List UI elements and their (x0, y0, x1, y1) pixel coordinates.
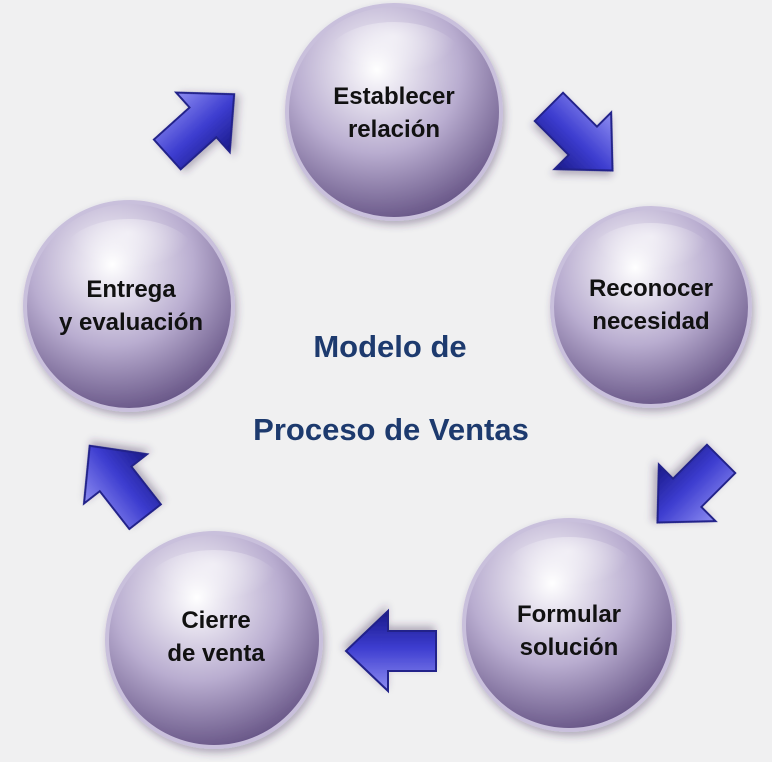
arrow-up-right-icon (152, 91, 236, 171)
arrow-formular-to-cierre (344, 608, 437, 694)
step-circle-entrega-y-evaluacion (23, 200, 235, 412)
arrow-cierre-to-entrega (82, 444, 163, 531)
diagram-title-line2: Proceso de Ventas (253, 412, 529, 447)
step-circle-establecer-relacion (285, 3, 503, 221)
step-label-line2: relación (347, 116, 441, 143)
arrow-up-left-icon (82, 444, 163, 531)
step-label-reconocer-necesidad: Reconocer necesidad (556, 272, 746, 338)
step-label-entrega-y-evaluacion: Entrega y evaluación (36, 273, 226, 339)
diagram-title-line1: Modelo de (313, 329, 467, 364)
arrow-left-icon (344, 608, 437, 694)
step-circle-reconocer-necesidad (550, 206, 752, 408)
step-circle-cierre-de-venta (105, 531, 323, 749)
step-label-line2: de venta (167, 640, 265, 667)
step-label-line1: Reconocer (588, 275, 714, 302)
step-label-line2: y evaluación (58, 309, 204, 336)
step-circle-formular-solucion (462, 518, 676, 732)
step-label-line2: solución (519, 634, 619, 661)
step-label-line1: Establecer (333, 83, 455, 110)
step-label-cierre-de-venta: Cierre de venta (121, 604, 311, 670)
step-label-line1: Entrega (86, 276, 176, 303)
arrow-down-right-icon (533, 91, 614, 172)
step-label-line1: Formular (516, 601, 621, 628)
arrow-establecer-to-reconocer (533, 91, 614, 172)
arrow-entrega-to-establecer (152, 91, 236, 171)
step-label-establecer-relacion: Establecer relación (299, 80, 489, 146)
step-label-line1: Cierre (181, 607, 251, 634)
step-label-line2: necesidad (592, 308, 710, 335)
step-label-formular-solucion: Formular solución (474, 598, 664, 664)
arrow-reconocer-to-formular (656, 443, 737, 524)
arrow-down-left-icon (656, 443, 737, 524)
